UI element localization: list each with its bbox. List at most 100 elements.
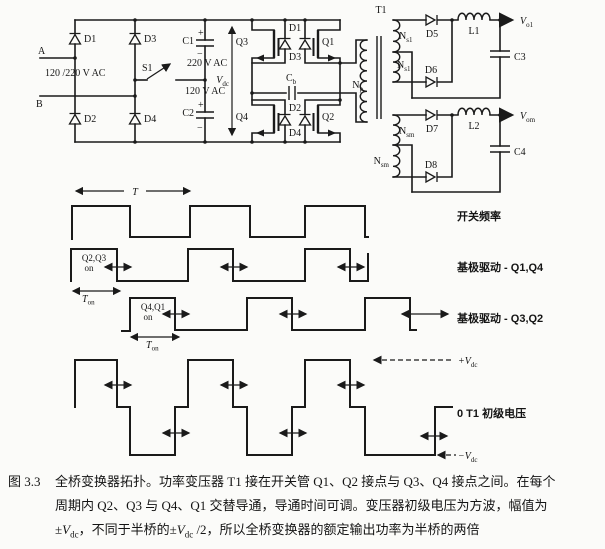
primary-top-wire [339,39,368,64]
nsm-leads [392,114,427,193]
ns1-leads [392,19,427,99]
q4-source-arrow-icon [256,129,264,137]
bridge-diode-d1-icon [298,37,312,50]
t1-label: T1 [375,5,386,16]
minus-vdc-label: −Vdc [458,451,477,464]
q1-source-arrow-icon [328,54,336,62]
bridge-d1-label: D1 [289,23,301,34]
vo1-label: Vo1 [520,16,534,29]
bridge-diode-d2-icon [298,113,312,126]
waveform-base-drive-q1-q4: Q2,Q3 on Ton 基极驱动 - Q1,Q4 [70,248,544,307]
l1-label: L1 [468,26,479,37]
label-a: A [38,46,46,57]
bridge-d2-label: D2 [289,103,301,114]
pulse-q4q1-label: Q4,Q1 [141,302,165,312]
s1-label: S1 [142,63,153,74]
vdc-label: Vdc [216,75,229,88]
caption-vdc-1: V [62,522,71,537]
waveform-3-trace [121,297,417,332]
d8-label: D8 [425,160,437,171]
input-rectifier: A B 120 /220 V AC D1 D2 D3 D4 S1 [36,19,341,143]
caption-line-1-text: 全桥变换器拓扑。功率变压器 T1 接在开关管 Q1、Q2 接点与 Q3、Q4 接… [55,474,556,489]
waveform-t1-primary-voltage: +Vdc −Vdc 0 T1 初级电压 [74,355,526,464]
caption-line-2: 周期内 Q2、Q3 与 Q4、Q1 交替导通，导通时间可调。变压器初级电压为方波… [55,498,548,513]
d3-label: D3 [144,34,156,45]
figure-3-3-diagram: A B 120 /220 V AC D1 D2 D3 D4 S1 C1 C2 +… [36,5,544,464]
q1-label: Q1 [322,37,334,48]
pulse-q4q1-on-label: on [144,312,154,322]
d5-label: D5 [426,29,438,40]
bridge-d4-label: D4 [289,128,301,139]
d6-label: D6 [425,65,437,76]
diode-d7-icon [425,108,438,122]
upper-body-diode-wires [251,19,341,64]
ton-label: Ton [146,340,159,353]
output-filter-1: D5 D6 L1 Vo1 C3 [411,12,534,99]
dc-bus: C1 C2 + − + − 220 V AC 120 V AC Vdc [182,19,237,143]
c3-wires [411,19,501,99]
caption-line-3-pm1: ± [55,522,63,537]
transformer-core-icon [376,36,382,119]
switch-blade-icon [146,63,172,80]
waveform-4-trace [74,359,453,456]
c1-label: C1 [182,36,194,47]
waveform-1-label: 开关频率 [457,209,501,223]
diode-d1-icon [68,32,82,45]
waveform-1-trace [71,205,369,240]
nsm-lower-label: Nsm [374,156,390,169]
nsm-upper-label: Nsm [399,126,415,139]
transformer-t1: T1 Np Ns1 Ns1 Nsm Nsm [352,5,427,193]
diode-d6-icon [425,75,438,89]
pulse-q2q3-on-label: on [85,263,95,273]
waveform-base-drive-q3-q2: Q4,Q1 on Ton 基极驱动 - Q3,Q2 [121,297,543,353]
diode-d2-icon [68,112,82,125]
c4-wires [411,114,501,193]
bridge-diode-d4-icon [278,113,292,126]
c2-minus-label: − [197,123,203,134]
caption-vdc-2: V [176,522,185,537]
diode-d8-icon [425,170,438,184]
junction-dots [73,18,502,144]
waveform-3-label: 基极驱动 - Q3,Q2 [456,311,543,325]
q2-source-arrow-icon [328,129,336,137]
q3-source-arrow-icon [256,54,264,62]
out2-rectifier-wires [437,114,453,178]
plus-vdc-label: +Vdc [458,356,477,369]
capacitor-c2-icon [196,111,214,119]
lower-body-diode-wires [251,99,341,143]
c1-minus-label: − [197,49,203,60]
cb-series-wire [251,92,368,123]
ton-label: Ton [82,294,95,307]
waveform-2-label: 基极驱动 - Q1,Q4 [456,260,544,274]
period-label: T [132,187,139,198]
np-label: Np [352,80,363,93]
pulse-q2q3-label: Q2,Q3 [82,253,107,263]
q3-label: Q3 [236,37,248,48]
d4-label: D4 [144,114,156,125]
caption-line-3-mid: ，不同于半桥的± [78,522,177,537]
d2-label: D2 [84,114,96,125]
secondary-ns1-winding-icon [392,19,401,83]
ns1-upper-label: Ns1 [399,31,413,44]
diode-d5-icon [425,13,438,27]
vom-label: Vom [520,111,536,124]
secondary-nsm-winding-icon [392,114,401,178]
c2-label: C2 [182,108,194,119]
output-filter-2: D7 D8 L2 Vom C4 [411,107,536,193]
c1-plus-label: + [198,28,204,39]
primary-winding-icon [359,39,368,123]
caption-vdc-1-sub: dc [70,529,79,540]
waveform-4-label: 0 T1 初级电压 [457,406,526,420]
caption-vdc-2-sub: dc [184,529,194,540]
ac-input-leads [39,57,136,97]
l2-label: L2 [468,121,479,132]
waveform-2-trace [70,248,369,282]
inductor-l1-icon [457,12,491,21]
c2-plus-label: + [198,100,204,111]
inductor-l2-icon [457,107,491,116]
q4-label: Q4 [236,112,248,123]
lower-voltage-label: 120 V AC [185,86,226,97]
